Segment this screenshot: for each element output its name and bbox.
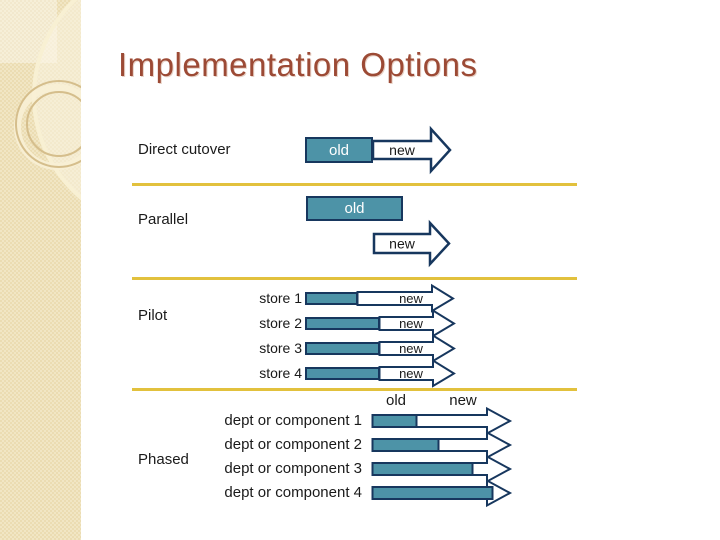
pilot-new-arrow: new <box>378 358 456 388</box>
pilot-new-text: new <box>399 291 423 306</box>
direct-cutover-label: Direct cutover <box>138 141 231 158</box>
phased-old-header: old <box>385 392 407 409</box>
direct-cutover-new-arrow: new <box>371 125 452 175</box>
pilot-label: Pilot <box>138 307 168 324</box>
pilot-old-bar <box>305 317 380 330</box>
phased-old-fill <box>371 462 474 476</box>
pilot-new-arrow: new <box>378 333 456 363</box>
parallel-label: Parallel <box>138 211 189 228</box>
phased-old-fill <box>371 414 418 428</box>
pilot-row-label: store 3 <box>259 340 302 356</box>
phased-old-fill <box>371 486 494 500</box>
separator-2 <box>132 277 577 280</box>
phased-row-label: dept or component 1 <box>224 412 362 429</box>
phased-row-label: dept or component 2 <box>224 436 362 453</box>
direct-cutover-old-box: old <box>305 137 373 163</box>
pilot-old-bar <box>305 292 358 305</box>
slide-title: Implementation Options <box>118 46 478 83</box>
phased-row-label: dept or component 3 <box>224 460 362 477</box>
phased-new-header: new <box>449 392 477 409</box>
phased-label: Phased <box>138 451 189 468</box>
phased-old-fill <box>371 438 440 452</box>
phased-arrow <box>371 430 513 460</box>
parallel-new-arrow: new <box>372 219 451 268</box>
pilot-new-text: new <box>399 341 423 356</box>
decorative-side-band <box>0 0 81 540</box>
phased-arrow <box>371 478 513 508</box>
band-outline-ring-inner <box>26 91 81 157</box>
pilot-row-label: store 1 <box>259 290 302 306</box>
separator-3 <box>132 388 577 391</box>
direct-cutover-new-text: new <box>389 142 416 158</box>
parallel-new-text: new <box>389 236 416 252</box>
pilot-row-label: store 2 <box>259 315 302 331</box>
pilot-new-text: new <box>399 366 423 381</box>
parallel-old-box: old <box>306 196 403 221</box>
pilot-old-bar <box>305 342 380 355</box>
pilot-old-bar <box>305 367 380 380</box>
phased-arrow <box>371 454 513 484</box>
phased-row-label: dept or component 4 <box>224 484 362 501</box>
separator-1 <box>132 183 577 186</box>
parallel-old-text: old <box>344 200 365 217</box>
pilot-new-arrow: new <box>356 283 455 313</box>
pilot-row-label: store 4 <box>259 365 302 381</box>
pilot-new-arrow: new <box>378 308 456 338</box>
phased-arrow <box>371 406 513 436</box>
pilot-new-text: new <box>399 316 423 331</box>
direct-cutover-old-text: old <box>328 141 350 159</box>
